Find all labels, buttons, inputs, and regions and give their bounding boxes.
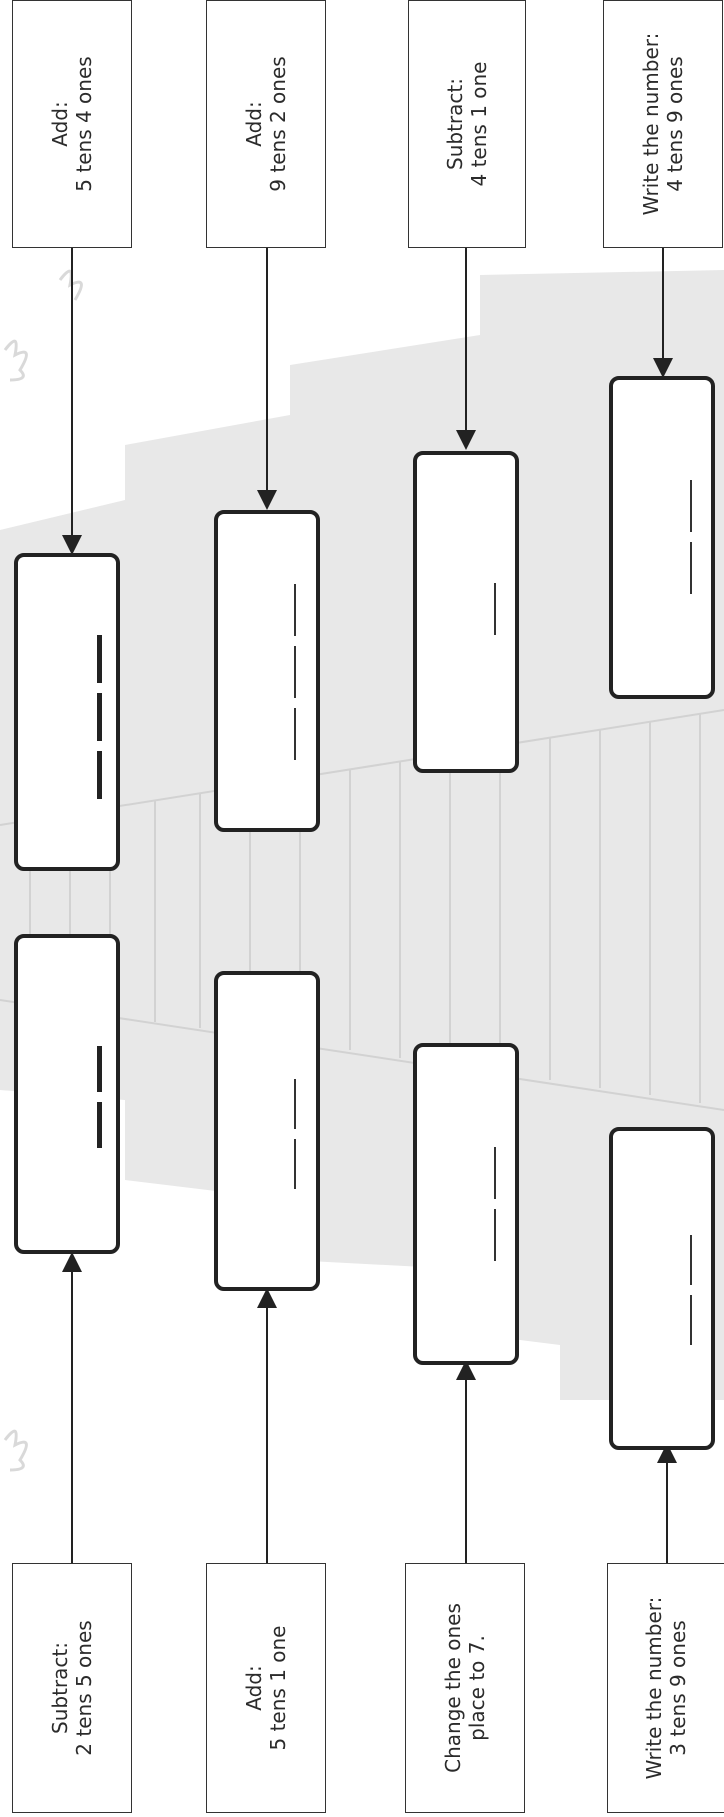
answer-box-top-3[interactable] — [413, 451, 519, 773]
answer-blank — [97, 751, 102, 799]
answer-box-bottom-3[interactable] — [413, 1043, 519, 1365]
top-label-2: Add:9 tens 2 ones — [206, 0, 326, 248]
answer-blank — [97, 1046, 102, 1092]
label-line: Subtract: — [48, 1620, 72, 1755]
label-line: 9 tens 2 ones — [266, 56, 290, 191]
answer-blank — [294, 1139, 296, 1189]
answer-box-bottom-2[interactable] — [214, 971, 320, 1291]
label-line: Write the number: — [642, 1597, 666, 1780]
label-line: Add: — [242, 1626, 266, 1751]
label-line: Change the ones — [441, 1603, 465, 1773]
label-line: 4 tens 9 ones — [663, 33, 687, 216]
label-line: 2 tens 5 ones — [72, 1620, 96, 1755]
answer-blank — [494, 1147, 496, 1199]
top-label-4: Write the number:4 tens 9 ones — [603, 0, 723, 248]
top-label-3: Subtract:4 tens 1 one — [408, 0, 526, 248]
label-line: Subtract: — [443, 62, 467, 187]
answer-blank — [690, 1235, 692, 1285]
answer-box-bottom-4[interactable] — [609, 1127, 715, 1450]
bottom-label-2: Add:5 tens 1 one — [206, 1563, 326, 1813]
answer-blank — [294, 584, 296, 636]
label-line: 5 tens 1 one — [266, 1626, 290, 1751]
answer-box-top-4[interactable] — [609, 376, 715, 699]
top-label-1: Add:5 tens 4 ones — [12, 0, 132, 248]
label-line: 4 tens 1 one — [467, 62, 491, 187]
answer-blank — [294, 646, 296, 698]
answer-box-bottom-1[interactable] — [14, 934, 120, 1254]
answer-blank — [690, 542, 692, 594]
answer-blank — [494, 1209, 496, 1261]
label-line: 3 tens 9 ones — [666, 1597, 690, 1780]
answer-blank — [294, 708, 296, 760]
answer-box-top-2[interactable] — [214, 510, 320, 832]
answer-blank — [494, 583, 496, 635]
answer-blank — [294, 1079, 296, 1129]
answer-blank — [97, 1102, 102, 1148]
answer-blank — [690, 480, 692, 532]
label-line: Write the number: — [639, 33, 663, 216]
answer-blank — [690, 1295, 692, 1345]
label-line: Add: — [242, 56, 266, 191]
label-line: Add: — [48, 56, 72, 191]
label-line: place to 7. — [465, 1603, 489, 1773]
answer-box-top-1[interactable] — [14, 553, 120, 871]
label-line: 5 tens 4 ones — [72, 56, 96, 191]
answer-blank — [97, 693, 102, 741]
bottom-label-1: Subtract:2 tens 5 ones — [12, 1563, 132, 1813]
bottom-label-4: Write the number:3 tens 9 ones — [607, 1563, 724, 1813]
answer-blank — [97, 635, 102, 683]
